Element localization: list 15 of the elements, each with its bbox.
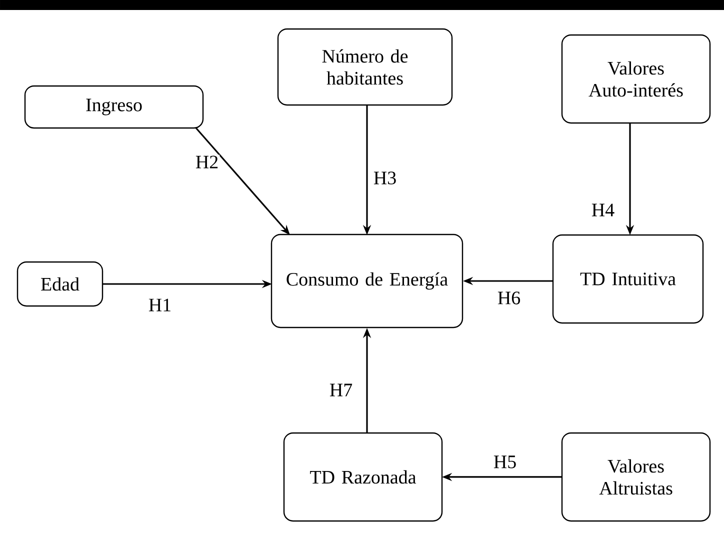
process-box: Consumo de Energía (270, 234, 464, 328)
edge-label: H1 (147, 298, 173, 312)
process-box: TD Intuitiva (552, 234, 704, 324)
process-box: Edad (16, 261, 104, 307)
edge-label: H7 (328, 382, 354, 398)
process-box: Valores Altruistas (561, 432, 711, 522)
edge-label: H2 (194, 154, 220, 170)
process-box: Valores Auto-interés (561, 34, 711, 124)
edge-label: H6 (496, 290, 522, 306)
edge-label: H5 (492, 454, 518, 470)
process-box: Número de habitantes (277, 28, 453, 106)
process-box: Ingreso (24, 85, 204, 129)
edge-label: H4 (590, 202, 616, 218)
edge-label: H3 (372, 170, 398, 186)
process-box: TD Razonada (283, 432, 443, 522)
